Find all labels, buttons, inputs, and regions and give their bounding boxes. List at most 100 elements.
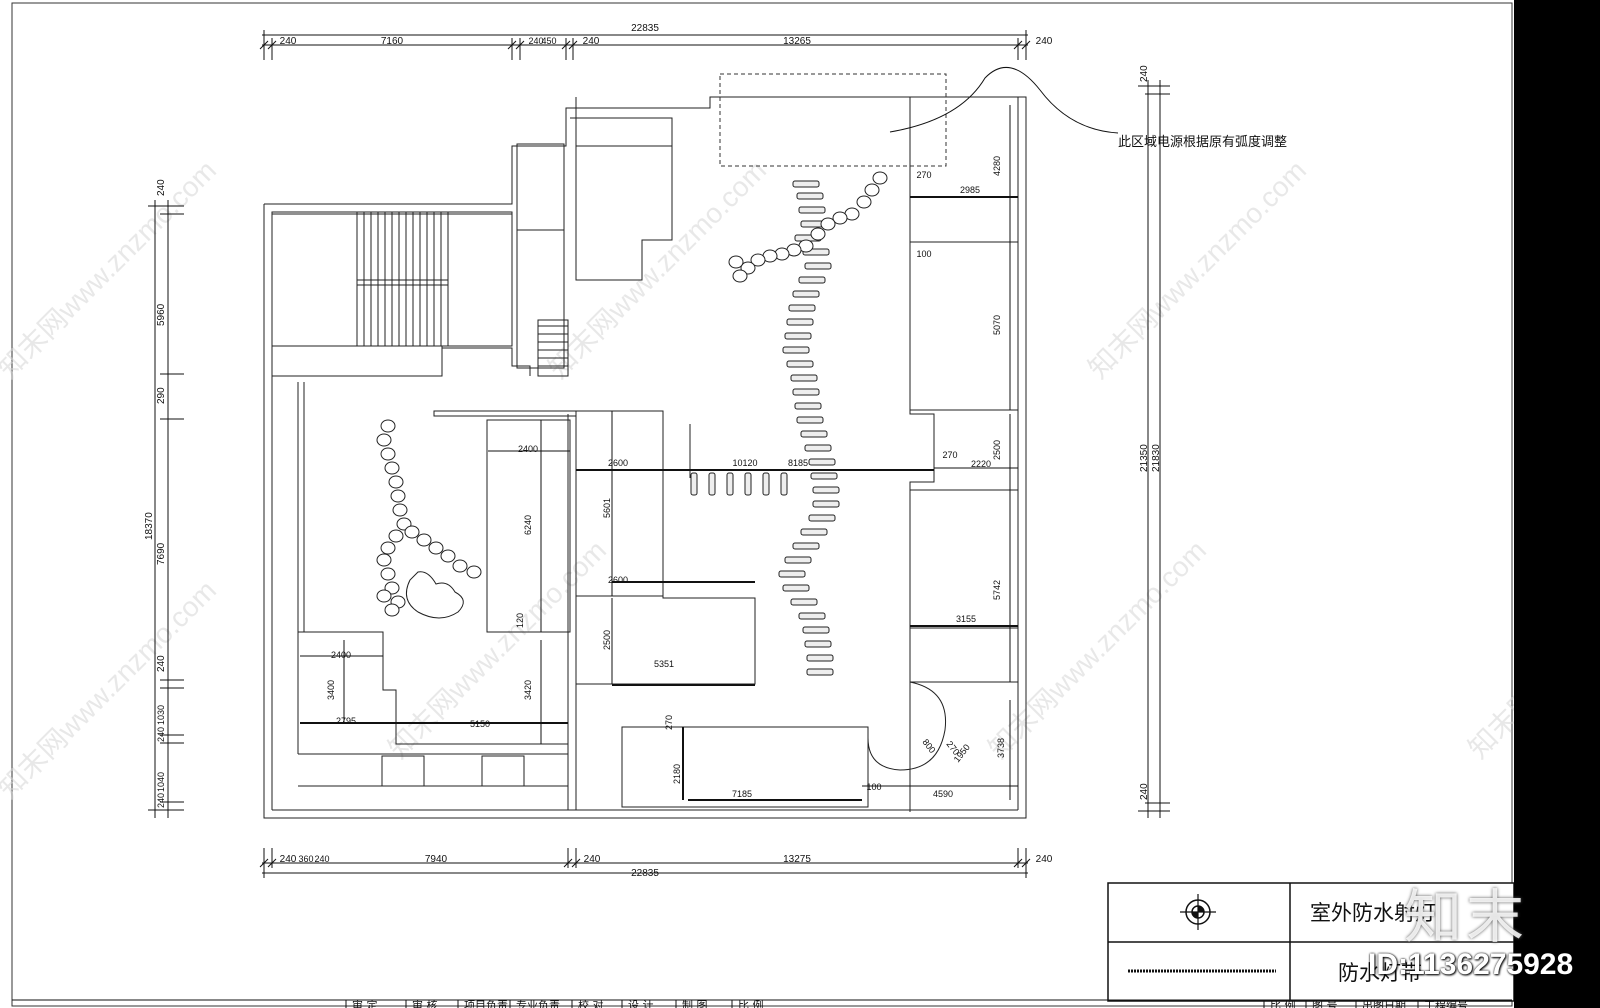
dim-right-inner: 21350	[1139, 444, 1150, 472]
pebble	[872, 171, 888, 185]
interior-dim: 100	[916, 249, 931, 259]
stepping-stone	[790, 374, 818, 382]
title-block-cell-label: 比 例	[1270, 998, 1296, 1008]
dim-left-seg: 240	[156, 727, 166, 742]
stepping-stone	[690, 472, 698, 496]
bottom-dimension-lines	[259, 848, 1031, 878]
pebble	[388, 475, 404, 489]
pebble	[728, 255, 744, 269]
stepping-stone	[762, 472, 770, 496]
dim-left-seg: 7690	[156, 542, 167, 565]
dim-top-seg: 240	[528, 36, 543, 46]
interior-dim: 5150	[470, 719, 490, 729]
stepping-stone	[800, 528, 828, 536]
interior-dim: 5070	[992, 315, 1002, 335]
interior-dim: 3420	[523, 680, 533, 700]
stepping-stone	[790, 598, 818, 606]
pebble	[380, 419, 396, 433]
dim-left-seg: 1040	[156, 772, 166, 792]
pebble	[864, 183, 880, 197]
stepping-stone	[784, 556, 812, 564]
interior-dimensions: 270 2985 4280 100 5070 270 2220 2500 574…	[326, 156, 1006, 799]
stepping-stone	[808, 458, 836, 466]
interior-dim: 2400	[518, 444, 538, 454]
stepping-stone	[726, 472, 734, 496]
stepping-stone	[792, 388, 820, 396]
watermark-text: 知末网www.znzmo.com	[382, 534, 612, 764]
annotation-note: 此区域电源根据原有弧度调整	[1118, 134, 1287, 150]
top-dimension-lines	[259, 30, 1031, 60]
dim-bottom-seg: 240	[314, 854, 329, 864]
left-dimension-lines	[148, 200, 184, 818]
leader-curve	[889, 67, 1119, 134]
dashed-region	[719, 73, 947, 167]
pebble	[440, 549, 456, 563]
pebble	[380, 541, 396, 555]
pebble-path	[376, 171, 888, 617]
brand-watermark: 知末	[1404, 883, 1529, 951]
stepping-stone	[780, 472, 788, 496]
dim-bottom-seg: 7940	[425, 854, 448, 865]
pebble	[380, 567, 396, 581]
interior-dim: 6240	[523, 515, 533, 535]
pebble	[392, 503, 408, 517]
watermark-text: 知末网www.znzmo.com	[542, 154, 772, 384]
interior-dimension-lines	[300, 105, 1018, 800]
dim-left-overall: 18370	[144, 512, 155, 540]
interior-dim: 100	[866, 782, 881, 792]
stepping-stone	[784, 332, 812, 340]
interior-dim: 10120	[732, 458, 757, 468]
watermark-text: 知末网www.znzmo.com	[982, 534, 1212, 764]
title-block-cell-label: 制 图	[682, 999, 708, 1008]
watermark-text: 知末网www.znzmo.com	[1082, 154, 1312, 384]
dim-left-seg: 1030	[156, 705, 166, 725]
stepping-stone	[800, 430, 828, 438]
dim-left-seg: 240	[156, 793, 166, 808]
interior-dim: 7185	[732, 789, 752, 799]
dim-bottom-seg: 13275	[783, 854, 811, 865]
interior-dim: 3400	[326, 680, 336, 700]
legend-label-spotlight: 室外防水射灯	[1310, 901, 1436, 925]
pebble	[732, 269, 748, 283]
pebble	[810, 227, 826, 241]
interior-dim: 2795	[336, 716, 356, 726]
stepping-stone	[806, 654, 834, 662]
dim-bottom-seg: 240	[280, 854, 297, 865]
pebble	[376, 433, 392, 447]
stepping-stone	[804, 444, 832, 452]
stepping-stone	[782, 584, 810, 592]
pebble	[384, 461, 400, 475]
pebble	[384, 603, 400, 617]
dim-bottom-seg: 240	[1036, 854, 1053, 865]
right-margin-band	[1514, 0, 1600, 1008]
title-block-strip: 审 定审 核项目负责专业负责校 对设 计制 图比 例比 例图 号出图日期工程编号	[12, 998, 1512, 1008]
interior-dim: 270	[942, 450, 957, 460]
stepping-stone	[802, 626, 830, 634]
dim-right-seg: 240	[1139, 783, 1150, 800]
interior-dim: 270	[664, 715, 674, 730]
pebble	[820, 217, 836, 231]
pebble	[380, 447, 396, 461]
pond-outline	[405, 571, 464, 619]
stepping-stone	[798, 206, 826, 214]
pebble	[452, 559, 468, 573]
interior-dim: 3155	[956, 614, 976, 624]
legend-table: 室外防水射灯 防水灯带	[1107, 882, 1515, 1002]
stepping-stone	[810, 472, 838, 480]
stepping-stone	[798, 276, 826, 284]
sheet-border	[11, 2, 1513, 1007]
pebble	[388, 529, 404, 543]
dim-bottom-seg: 360	[298, 854, 313, 864]
stepping-stone	[804, 262, 832, 270]
interior-dim: 2985	[960, 185, 980, 195]
pebble	[832, 211, 848, 225]
dim-left-seg: 240	[156, 655, 167, 672]
dim-left-seg: 240	[156, 179, 167, 196]
interior-dim: 2500	[602, 630, 612, 650]
dim-left-seg: 5960	[156, 303, 167, 326]
stepping-stone	[796, 192, 824, 200]
title-block-cell-label: 比 例	[738, 998, 764, 1008]
interior-dim: 120	[515, 613, 525, 628]
interior-dim: 3738	[996, 738, 1006, 758]
